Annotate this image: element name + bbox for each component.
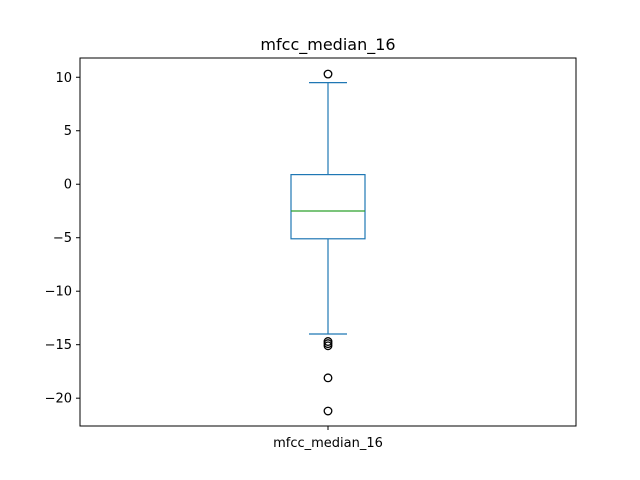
outlier-point — [323, 341, 333, 351]
y-tick-label: −5 — [53, 231, 72, 246]
interquartile-box — [290, 174, 366, 240]
y-tick-label: 5 — [64, 124, 72, 139]
x-axis: mfcc_median_16 — [273, 426, 383, 451]
y-tick-label: −20 — [45, 392, 72, 407]
outlier-point — [323, 406, 333, 416]
y-tick-label: −15 — [45, 338, 72, 353]
outlier-point — [323, 373, 333, 383]
x-tick-label: mfcc_median_16 — [273, 436, 383, 451]
box-group — [290, 69, 366, 416]
outlier-point — [323, 69, 333, 79]
y-tick-label: −10 — [45, 285, 72, 300]
chart-title: mfcc_median_16 — [260, 35, 395, 55]
y-axis: 10 5 0 −5 −10 −15 −20 — [45, 71, 80, 407]
y-tick-label: 0 — [64, 178, 72, 193]
y-tick-label: 10 — [55, 71, 72, 86]
